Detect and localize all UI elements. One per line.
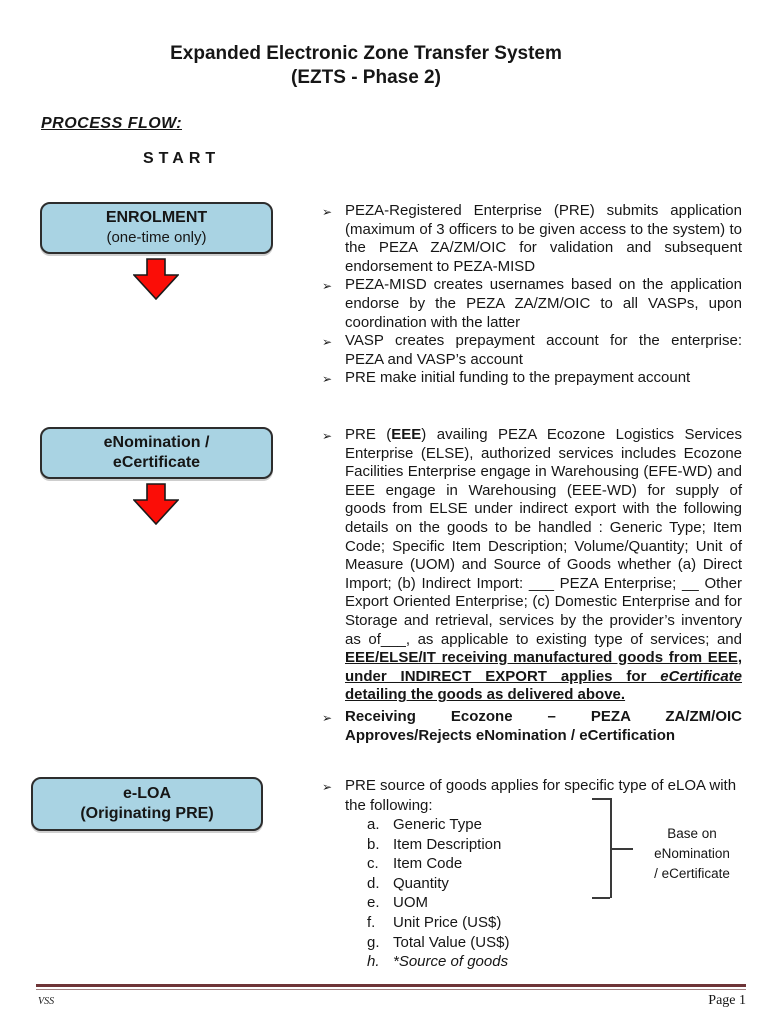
- bullet-text: PRE make initial funding to the prepayme…: [345, 369, 691, 387]
- list-item: e. UOM: [367, 893, 667, 913]
- bullet-item: ➢ VASP creates prepayment account for th…: [322, 332, 742, 369]
- list-item: h. *Source of goods: [367, 952, 667, 972]
- list-item-label: g.: [367, 933, 380, 951]
- eloa-detail-list: a. Generic Type b. Item Description c. Item…: [367, 815, 667, 972]
- flow-box-enrolment: ENROLMENT (one-time only): [40, 202, 273, 254]
- footer-rule-thick: [36, 984, 746, 987]
- list-item: c. Item Code: [367, 854, 667, 874]
- list-item: f. Unit Price (US$): [367, 913, 667, 933]
- page-title-line-1: Expanded Electronic Zone Transfer System: [170, 43, 562, 64]
- flow-box-enomination-title: eNomination /: [103, 434, 210, 451]
- side-note-line-3: / eCertificate: [654, 866, 730, 881]
- flow-box-enrolment-title: ENROLMENT: [105, 209, 208, 226]
- list-item-label: a.: [367, 816, 380, 833]
- arrowhead-bullet-icon: ➢: [322, 279, 333, 294]
- down-arrow-shape: [133, 258, 179, 300]
- page-title: Expanded Electronic Zone Transfer System…: [0, 42, 732, 90]
- list-item-text: *Source of goods: [393, 953, 509, 971]
- footer-page-number: Page 1: [708, 993, 746, 1008]
- bullet-text: Receiving Ecozone – PEZA ZA/ZM/OIC Appro…: [345, 708, 742, 744]
- flow-box-eloa: e-LOA (Originating PRE): [31, 777, 263, 831]
- bracket-bottom-tick: [592, 897, 610, 899]
- bullet-item: ➢ Receiving Ecozone – PEZA ZA/ZM/OIC App…: [322, 708, 742, 745]
- bracket-top-tick: [592, 798, 610, 800]
- list-item-text: Total Value (US$): [393, 933, 510, 951]
- list-item-text: Generic Type: [393, 816, 482, 833]
- flow-box-enomination-subtitle: eCertificate: [112, 454, 201, 471]
- process-flow-heading: PROCESS FLOW:: [41, 115, 183, 132]
- list-item: a. Generic Type: [367, 815, 667, 835]
- list-item-text: Unit Price (US$): [393, 913, 502, 931]
- enomination-bullet-list: ➢ PRE (EEE) availing PEZA Ecozone Logist…: [322, 426, 742, 705]
- eloa-bullet: ➢ PRE source of goods applies for specif…: [322, 776, 742, 816]
- down-arrow-icon: [133, 258, 179, 300]
- footer-rule-thin: [36, 989, 746, 990]
- list-item-label: h.: [367, 953, 380, 971]
- list-item-text: Item Description: [393, 835, 502, 853]
- bullet-text: PEZA-Registered Enterprise (PRE) submits…: [345, 202, 742, 275]
- side-note-line-1: Base on: [667, 826, 717, 841]
- arrowhead-bullet-icon: ➢: [322, 335, 333, 350]
- side-note: Base on eNomination / eCertificate: [633, 824, 751, 884]
- list-item-label: e.: [367, 894, 380, 912]
- footer-author: vss: [38, 993, 55, 1008]
- down-arrow-icon: [133, 483, 179, 525]
- list-item-text: UOM: [393, 894, 428, 912]
- list-item-label: f.: [367, 913, 376, 931]
- start-label: START: [143, 150, 221, 167]
- list-item-label: b.: [367, 835, 380, 853]
- list-item-text: Item Code: [393, 855, 463, 873]
- bullet-text: PEZA-MISD creates usernames based on the…: [345, 276, 742, 331]
- page-title-line-2: (EZTS - Phase 2): [291, 67, 441, 88]
- bullet-text: PRE (EEE) availing PEZA Ecozone Logistic…: [345, 426, 742, 704]
- flow-box-eloa-title: e-LOA: [123, 785, 171, 802]
- bullet-text: PRE source of goods applies for specific…: [345, 777, 737, 814]
- flow-box-eloa-subtitle: (Originating PRE): [80, 805, 214, 822]
- bracket-middle-tick: [610, 848, 633, 850]
- arrowhead-bullet-icon: ➢: [322, 780, 333, 794]
- flow-box-enrolment-subtitle: (one-time only): [106, 229, 207, 246]
- arrowhead-bullet-icon: ➢: [322, 372, 333, 387]
- flow-box-enomination: eNomination / eCertificate: [40, 427, 273, 479]
- bullet-item: ➢ PRE source of goods applies for specif…: [322, 776, 742, 816]
- list-item-label: c.: [367, 855, 379, 873]
- list-item: g. Total Value (US$): [367, 933, 667, 953]
- list-item-label: d.: [367, 874, 380, 892]
- bullet-text: VASP creates prepayment account for the …: [345, 332, 742, 368]
- list-item-text: Quantity: [393, 874, 449, 892]
- arrowhead-bullet-icon: ➢: [322, 429, 333, 443]
- receiving-ecozone-bullet: ➢ Receiving Ecozone – PEZA ZA/ZM/OIC App…: [322, 708, 742, 745]
- arrowhead-bullet-icon: ➢: [322, 711, 333, 725]
- bullet-item: ➢ PEZA-MISD creates usernames based on t…: [322, 276, 742, 332]
- list-item: b. Item Description: [367, 835, 667, 855]
- enrolment-bullet-list: ➢ PEZA-Registered Enterprise (PRE) submi…: [322, 202, 742, 388]
- bullet-item: ➢ PRE (EEE) availing PEZA Ecozone Logist…: [322, 426, 742, 705]
- arrowhead-bullet-icon: ➢: [322, 205, 333, 219]
- bullet-item: ➢ PRE make initial funding to the prepay…: [322, 369, 742, 388]
- side-note-line-2: eNomination: [654, 846, 730, 861]
- down-arrow-shape: [133, 483, 179, 525]
- list-item: d. Quantity: [367, 874, 667, 894]
- bullet-item: ➢ PEZA-Registered Enterprise (PRE) submi…: [322, 202, 742, 276]
